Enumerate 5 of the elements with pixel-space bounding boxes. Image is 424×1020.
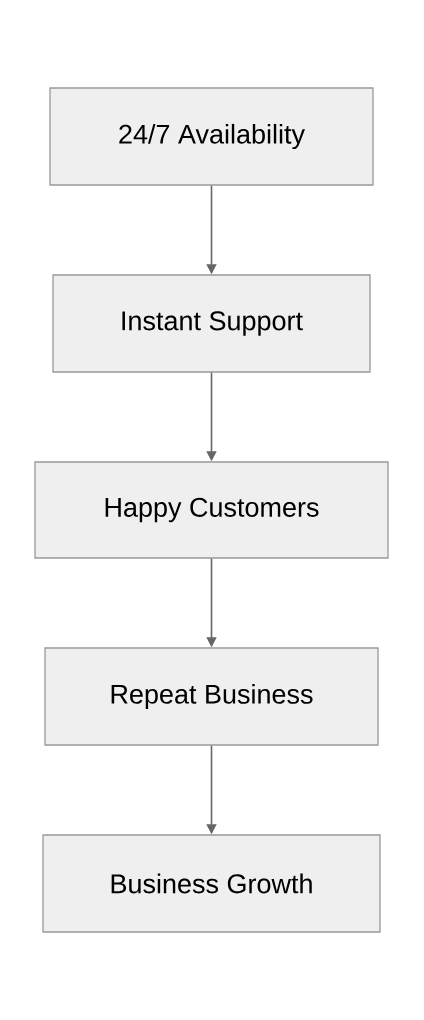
process-box: Instant Support	[52, 274, 371, 373]
process-box: 24/7 Availability	[49, 87, 374, 186]
process-box: Happy Customers	[34, 461, 389, 559]
process-box: Business Growth	[42, 834, 381, 933]
process-box: Repeat Business	[44, 647, 379, 746]
